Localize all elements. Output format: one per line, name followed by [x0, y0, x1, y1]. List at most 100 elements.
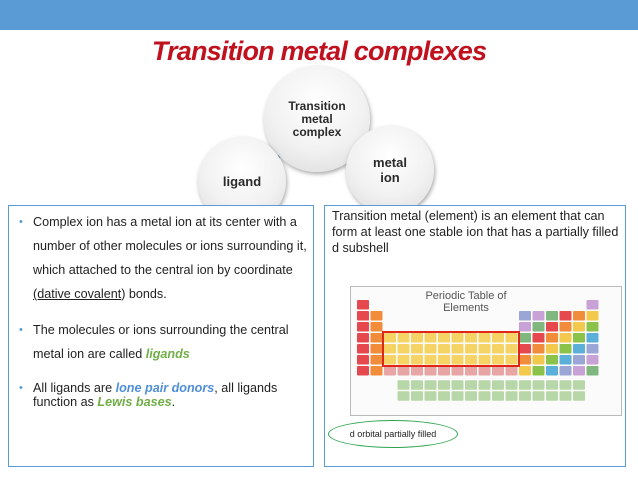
- right-text-panel: Transition metal (element) is an element…: [324, 205, 626, 467]
- element-cell: [532, 391, 545, 401]
- element-cell: [370, 333, 383, 343]
- element-cell: [438, 344, 450, 354]
- element-cell: [411, 333, 423, 343]
- element-cell: [492, 344, 504, 354]
- element-cell: [411, 355, 423, 365]
- element-cell: [505, 333, 518, 343]
- element-cell: [424, 380, 437, 390]
- element-cell: [478, 344, 491, 354]
- element-cell: [451, 380, 464, 390]
- element-cell: [492, 366, 504, 376]
- element-cell: [411, 391, 423, 401]
- element-cell: [532, 311, 545, 321]
- element-cell: [465, 333, 477, 343]
- bullet3-mid: , all ligands function as: [33, 381, 278, 409]
- element-cell: [586, 355, 599, 365]
- element-cell: [559, 344, 572, 354]
- element-cell: [546, 380, 558, 390]
- element-cell: [397, 333, 410, 343]
- element-cell: [451, 344, 464, 354]
- element-cell: [370, 322, 383, 332]
- element-cell: [532, 333, 545, 343]
- slide-title: Transition metal complexes: [151, 36, 487, 66]
- element-cell: [492, 333, 504, 343]
- element-cell: [573, 355, 585, 365]
- element-cell: [559, 322, 572, 332]
- element-cell: [357, 366, 369, 376]
- element-cell: [586, 322, 599, 332]
- element-cell: [411, 344, 423, 354]
- element-cell: [492, 391, 504, 401]
- element-cell: [586, 311, 599, 321]
- element-cell: [546, 344, 558, 354]
- periodic-table-image: Periodic Table of Elements: [350, 286, 622, 416]
- element-cell: [465, 344, 477, 354]
- element-cell: [586, 366, 599, 376]
- bullet2-text: The molecules or ions surrounding the ce…: [33, 323, 289, 361]
- element-cell: [532, 355, 545, 365]
- element-cell: [519, 344, 531, 354]
- transition-metal-definition: Transition metal (element) is an element…: [332, 209, 619, 255]
- element-cell: [451, 355, 464, 365]
- callout-text: d orbital partially filled: [349, 429, 437, 439]
- element-cell: [424, 366, 437, 376]
- element-cell: [519, 322, 531, 332]
- bullet3-end: .: [171, 395, 176, 409]
- periodic-table-grid: [357, 300, 599, 401]
- left-text-panel: Complex ion has a metal ion at its cente…: [8, 205, 314, 467]
- element-cell: [519, 333, 531, 343]
- element-cell: [411, 366, 423, 376]
- element-cell: [411, 380, 423, 390]
- bullet1-text: Complex ion has a metal ion at its cente…: [33, 215, 307, 277]
- lewis-bases-highlight: Lewis bases: [97, 395, 172, 409]
- element-cell: [465, 355, 477, 365]
- bullet-complex-ion: Complex ion has a metal ion at its cente…: [17, 210, 309, 306]
- element-cell: [478, 380, 491, 390]
- element-cell: [478, 355, 491, 365]
- element-cell: [478, 391, 491, 401]
- bullet1-tail: ) bonds.: [121, 287, 167, 301]
- element-cell: [505, 380, 518, 390]
- element-cell: [546, 366, 558, 376]
- element-cell: [586, 344, 599, 354]
- top-accent-bar: [0, 0, 638, 30]
- element-cell: [573, 391, 585, 401]
- element-cell: [357, 355, 369, 365]
- element-cell: [532, 380, 545, 390]
- node-left-label: ligand: [222, 173, 262, 189]
- element-cell: [559, 311, 572, 321]
- element-cell: [370, 366, 383, 376]
- element-cell: [424, 391, 437, 401]
- node-metal-ion: metal ion: [346, 126, 434, 214]
- element-cell: [424, 355, 437, 365]
- element-cell: [384, 355, 396, 365]
- element-cell: [384, 333, 396, 343]
- element-cell: [546, 355, 558, 365]
- element-cell: [505, 366, 518, 376]
- element-cell: [397, 380, 410, 390]
- element-cell: [573, 380, 585, 390]
- element-cell: [357, 333, 369, 343]
- element-cell: [478, 333, 491, 343]
- bullet3-text: All ligands are: [33, 381, 116, 395]
- element-cell: [559, 355, 572, 365]
- element-cell: [424, 344, 437, 354]
- element-cell: [573, 322, 585, 332]
- element-cell: [357, 311, 369, 321]
- element-cell: [451, 333, 464, 343]
- element-cell: [424, 333, 437, 343]
- element-cell: [438, 391, 450, 401]
- element-cell: [397, 391, 410, 401]
- element-cell: [505, 391, 518, 401]
- element-cell: [546, 311, 558, 321]
- element-cell: [384, 344, 396, 354]
- element-cell: [397, 355, 410, 365]
- lone-pair-donors-highlight: lone pair donors: [115, 381, 215, 395]
- element-cell: [370, 344, 383, 354]
- node-transition-metal-complex: Transition metal complex: [264, 66, 370, 172]
- element-cell: [438, 366, 450, 376]
- bullet-ligands: The molecules or ions surrounding the ce…: [17, 318, 309, 366]
- element-cell: [397, 366, 410, 376]
- element-cell: [438, 380, 450, 390]
- element-cell: [559, 391, 572, 401]
